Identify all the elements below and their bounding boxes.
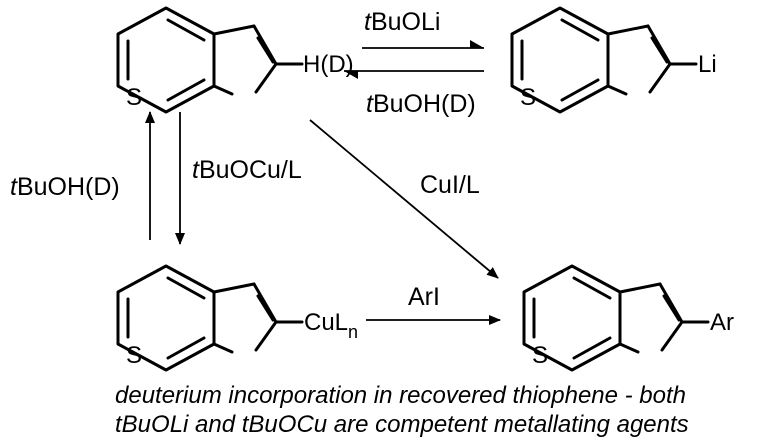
reagent-tbuoh-top: tBuOH(D) [366,90,476,118]
molecule-benzothiophene-ar: S Ar [522,264,734,372]
caption-line-1: deuterium incorporation in recovered thi… [115,382,686,409]
molecule-1-substituent: H(D) [303,51,354,78]
molecule-4-sulfur: S [532,342,548,369]
molecule-benzothiophene-h: S H(D) [116,6,354,114]
molecule-1-sulfur: S [126,84,142,111]
molecule-2-substituent: Li [698,51,717,78]
reagent-cui: CuI/L [420,171,480,199]
reagent-tbuoli: tBuOLi [364,8,440,36]
molecule-3-substituent: CuLn [304,309,358,342]
caption-line-2: tBuOLi and tBuOCu are competent metallat… [115,411,689,438]
reagent-ari: ArI [408,283,440,311]
molecule-3-sulfur: S [126,342,142,369]
arrow-direct-arylation [309,119,499,279]
molecule-benzothiophene-li: S Li [510,6,717,114]
molecule-benzothiophene-cu: S CuLn [116,264,358,372]
molecule-2-sulfur: S [520,84,536,111]
reagent-tbuocu: tBuOCu/L [192,156,302,184]
molecule-4-substituent: Ar [710,309,734,336]
reagent-tbuoh-left: tBuOH(D) [10,173,120,201]
